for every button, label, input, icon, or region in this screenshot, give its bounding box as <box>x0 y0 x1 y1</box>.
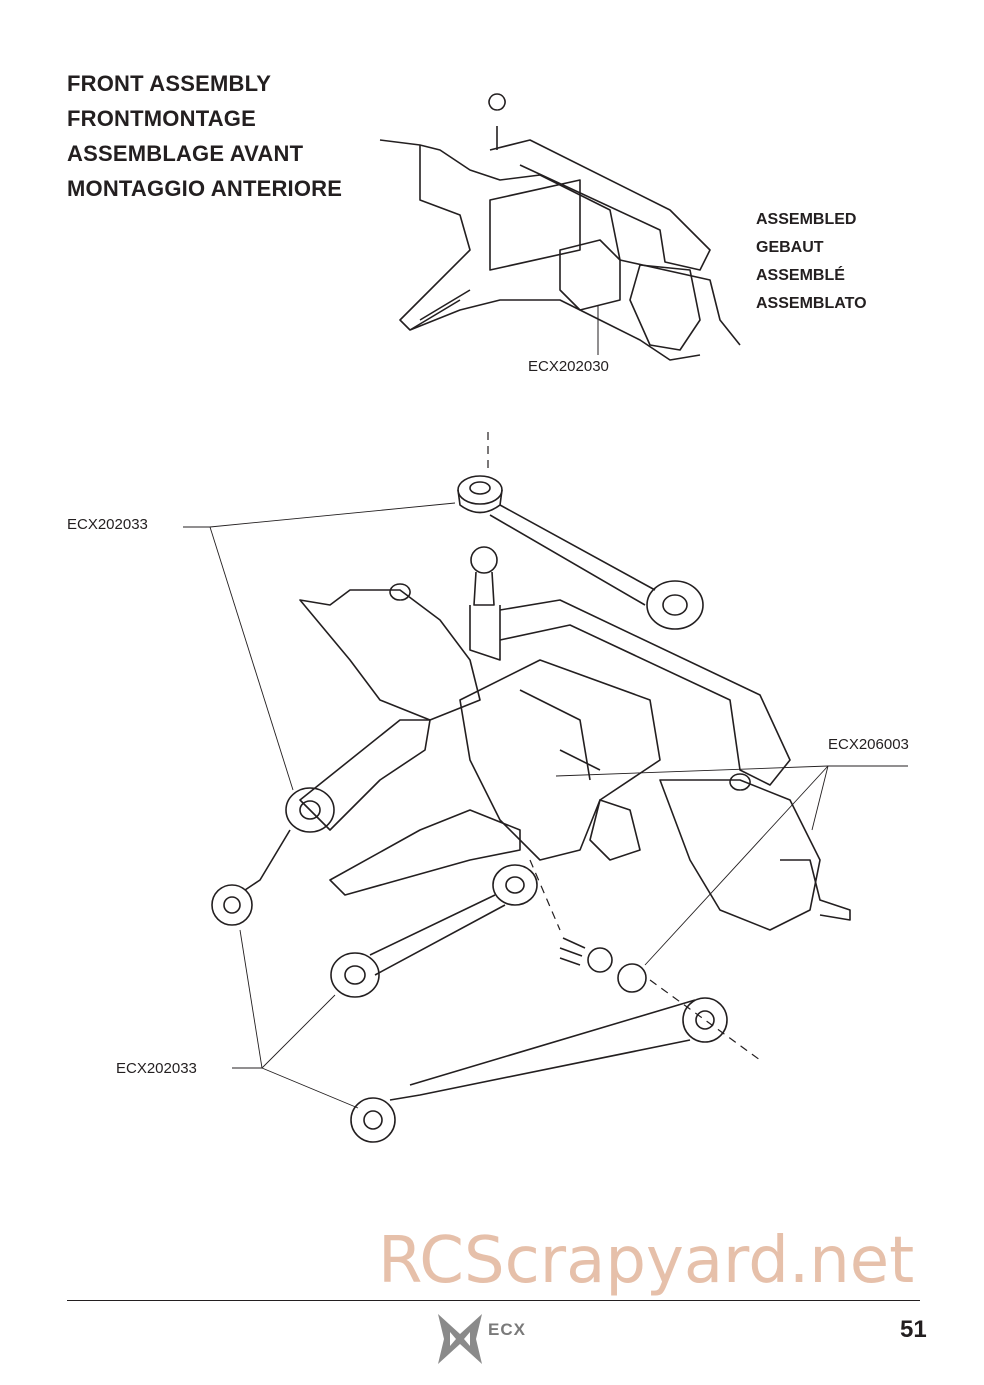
assembled-en: ASSEMBLED <box>756 211 857 228</box>
watermark: RCScrapyard.net <box>378 1224 915 1298</box>
assembled-it: ASSEMBLATO <box>756 295 867 312</box>
part-number-upper-link: ECX202033 <box>67 516 148 533</box>
assembled-de: GEBAUT <box>756 239 824 256</box>
heading-fr: ASSEMBLAGE AVANT <box>67 141 304 166</box>
heading-en: FRONT ASSEMBLY <box>67 71 272 96</box>
assembled-fr: ASSEMBLÉ <box>756 267 845 284</box>
footer-divider <box>67 1300 920 1301</box>
exploded-axle-drawing <box>211 432 851 1143</box>
assembled-axle-drawing <box>379 93 741 361</box>
ecx-logo-icon <box>438 1314 482 1364</box>
heading-it: MONTAGGIO ANTERIORE <box>67 176 343 201</box>
ecx-brand: ECX <box>488 1320 526 1339</box>
page-heading: FRONT ASSEMBLY FRONTMONTAGE ASSEMBLAGE A… <box>67 66 342 206</box>
heading-de: FRONTMONTAGE <box>67 106 256 131</box>
part-number-ball-stud: ECX206003 <box>828 736 909 753</box>
assembled-label: ASSEMBLED GEBAUT ASSEMBLÉ ASSEMBLATO <box>756 206 867 318</box>
leader-lines <box>183 502 908 1109</box>
part-number-assembled: ECX202030 <box>528 358 609 375</box>
part-number-lower-links: ECX202033 <box>116 1060 197 1077</box>
page-number: 51 <box>900 1316 927 1343</box>
